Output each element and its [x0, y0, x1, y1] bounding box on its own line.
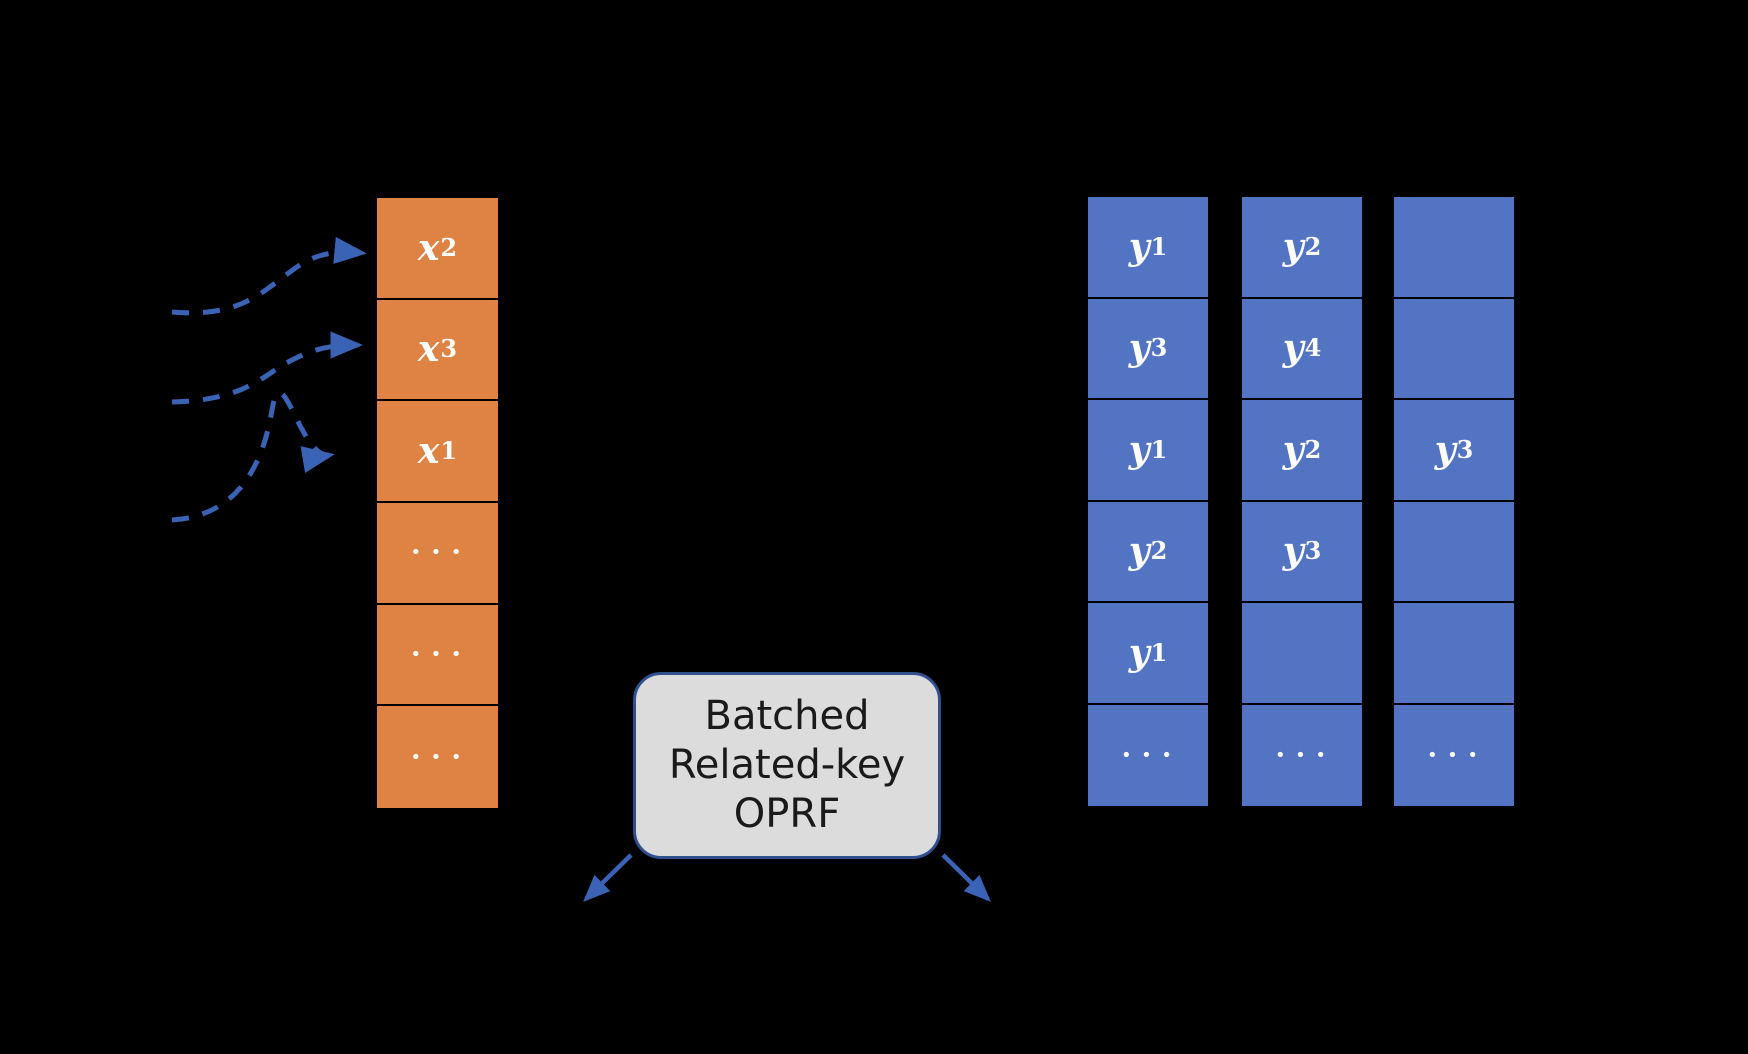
bin3-cell-1 — [1394, 197, 1514, 299]
variable-subscript: 1 — [440, 436, 458, 466]
oprf-arrow-left — [583, 853, 633, 902]
oprf-line-3: OPRF — [733, 790, 841, 837]
variable-subscript: 4 — [1304, 333, 1322, 363]
oprf-line-2: Related-key — [668, 742, 906, 789]
ellipsis-glyph: • • • — [1426, 744, 1482, 766]
variable-subscript: 3 — [1150, 333, 1168, 363]
cuckoo-cell-6: • • • — [377, 706, 498, 808]
variable-subscript: 1 — [1150, 434, 1168, 464]
bin2-cell-5 — [1242, 603, 1362, 705]
oprf-output-arrows — [583, 853, 991, 902]
variable-symbol: y — [1282, 428, 1304, 471]
variable-subscript: 2 — [1304, 434, 1322, 464]
ellipsis-glyph: • • • — [410, 643, 465, 665]
variable-subscript: 3 — [1456, 434, 1474, 464]
variable-symbol: x — [417, 328, 440, 371]
variable-symbol: y — [1282, 530, 1304, 573]
variable-symbol: y — [1434, 428, 1456, 471]
variable-symbol: y — [1128, 225, 1150, 268]
oprf-arrow-right — [941, 853, 991, 902]
ellipsis-glyph: • • • — [410, 746, 465, 768]
bin3-cell-2 — [1394, 298, 1514, 400]
bin2-cell-6: • • • — [1242, 704, 1362, 806]
variable-subscript: 3 — [1304, 536, 1322, 566]
bin1-cell-6: • • • — [1088, 704, 1208, 806]
ellipsis-glyph: • • • — [1120, 744, 1176, 766]
variable-subscript: 3 — [440, 334, 458, 364]
hash-arrow-2 — [171, 331, 363, 405]
variable-symbol: y — [1128, 428, 1150, 471]
bin3-cell-6: • • • — [1394, 704, 1514, 806]
variable-subscript: 1 — [1150, 637, 1168, 667]
variable-subscript: 2 — [1304, 231, 1322, 261]
hash-arrow-1 — [171, 236, 367, 316]
oprf-line-1: Batched — [704, 693, 870, 740]
cuckoo-cell-5: • • • — [377, 604, 498, 707]
ellipsis-glyph: • • • — [410, 542, 465, 564]
variable-symbol: y — [1128, 631, 1150, 674]
batched-related-key-oprf[interactable]: Batched Related-key OPRF — [633, 672, 941, 859]
cuckoo-cell-4: • • • — [377, 502, 498, 605]
variable-symbol: x — [417, 226, 440, 269]
variable-symbol: x — [417, 430, 440, 473]
ellipsis-glyph: • • • — [1274, 744, 1330, 766]
variable-symbol: y — [1128, 530, 1150, 573]
hash-function-arrows — [171, 236, 367, 523]
variable-subscript: 2 — [440, 232, 458, 262]
variable-subscript: 2 — [1150, 536, 1168, 566]
bin3-cell-5 — [1394, 603, 1514, 705]
variable-symbol: y — [1128, 327, 1150, 370]
variable-symbol: y — [1282, 225, 1304, 268]
variable-symbol: y — [1282, 327, 1304, 370]
bin3-cell-4 — [1394, 501, 1514, 603]
variable-subscript: 1 — [1150, 231, 1168, 261]
hash-arrow-3 — [171, 390, 335, 523]
